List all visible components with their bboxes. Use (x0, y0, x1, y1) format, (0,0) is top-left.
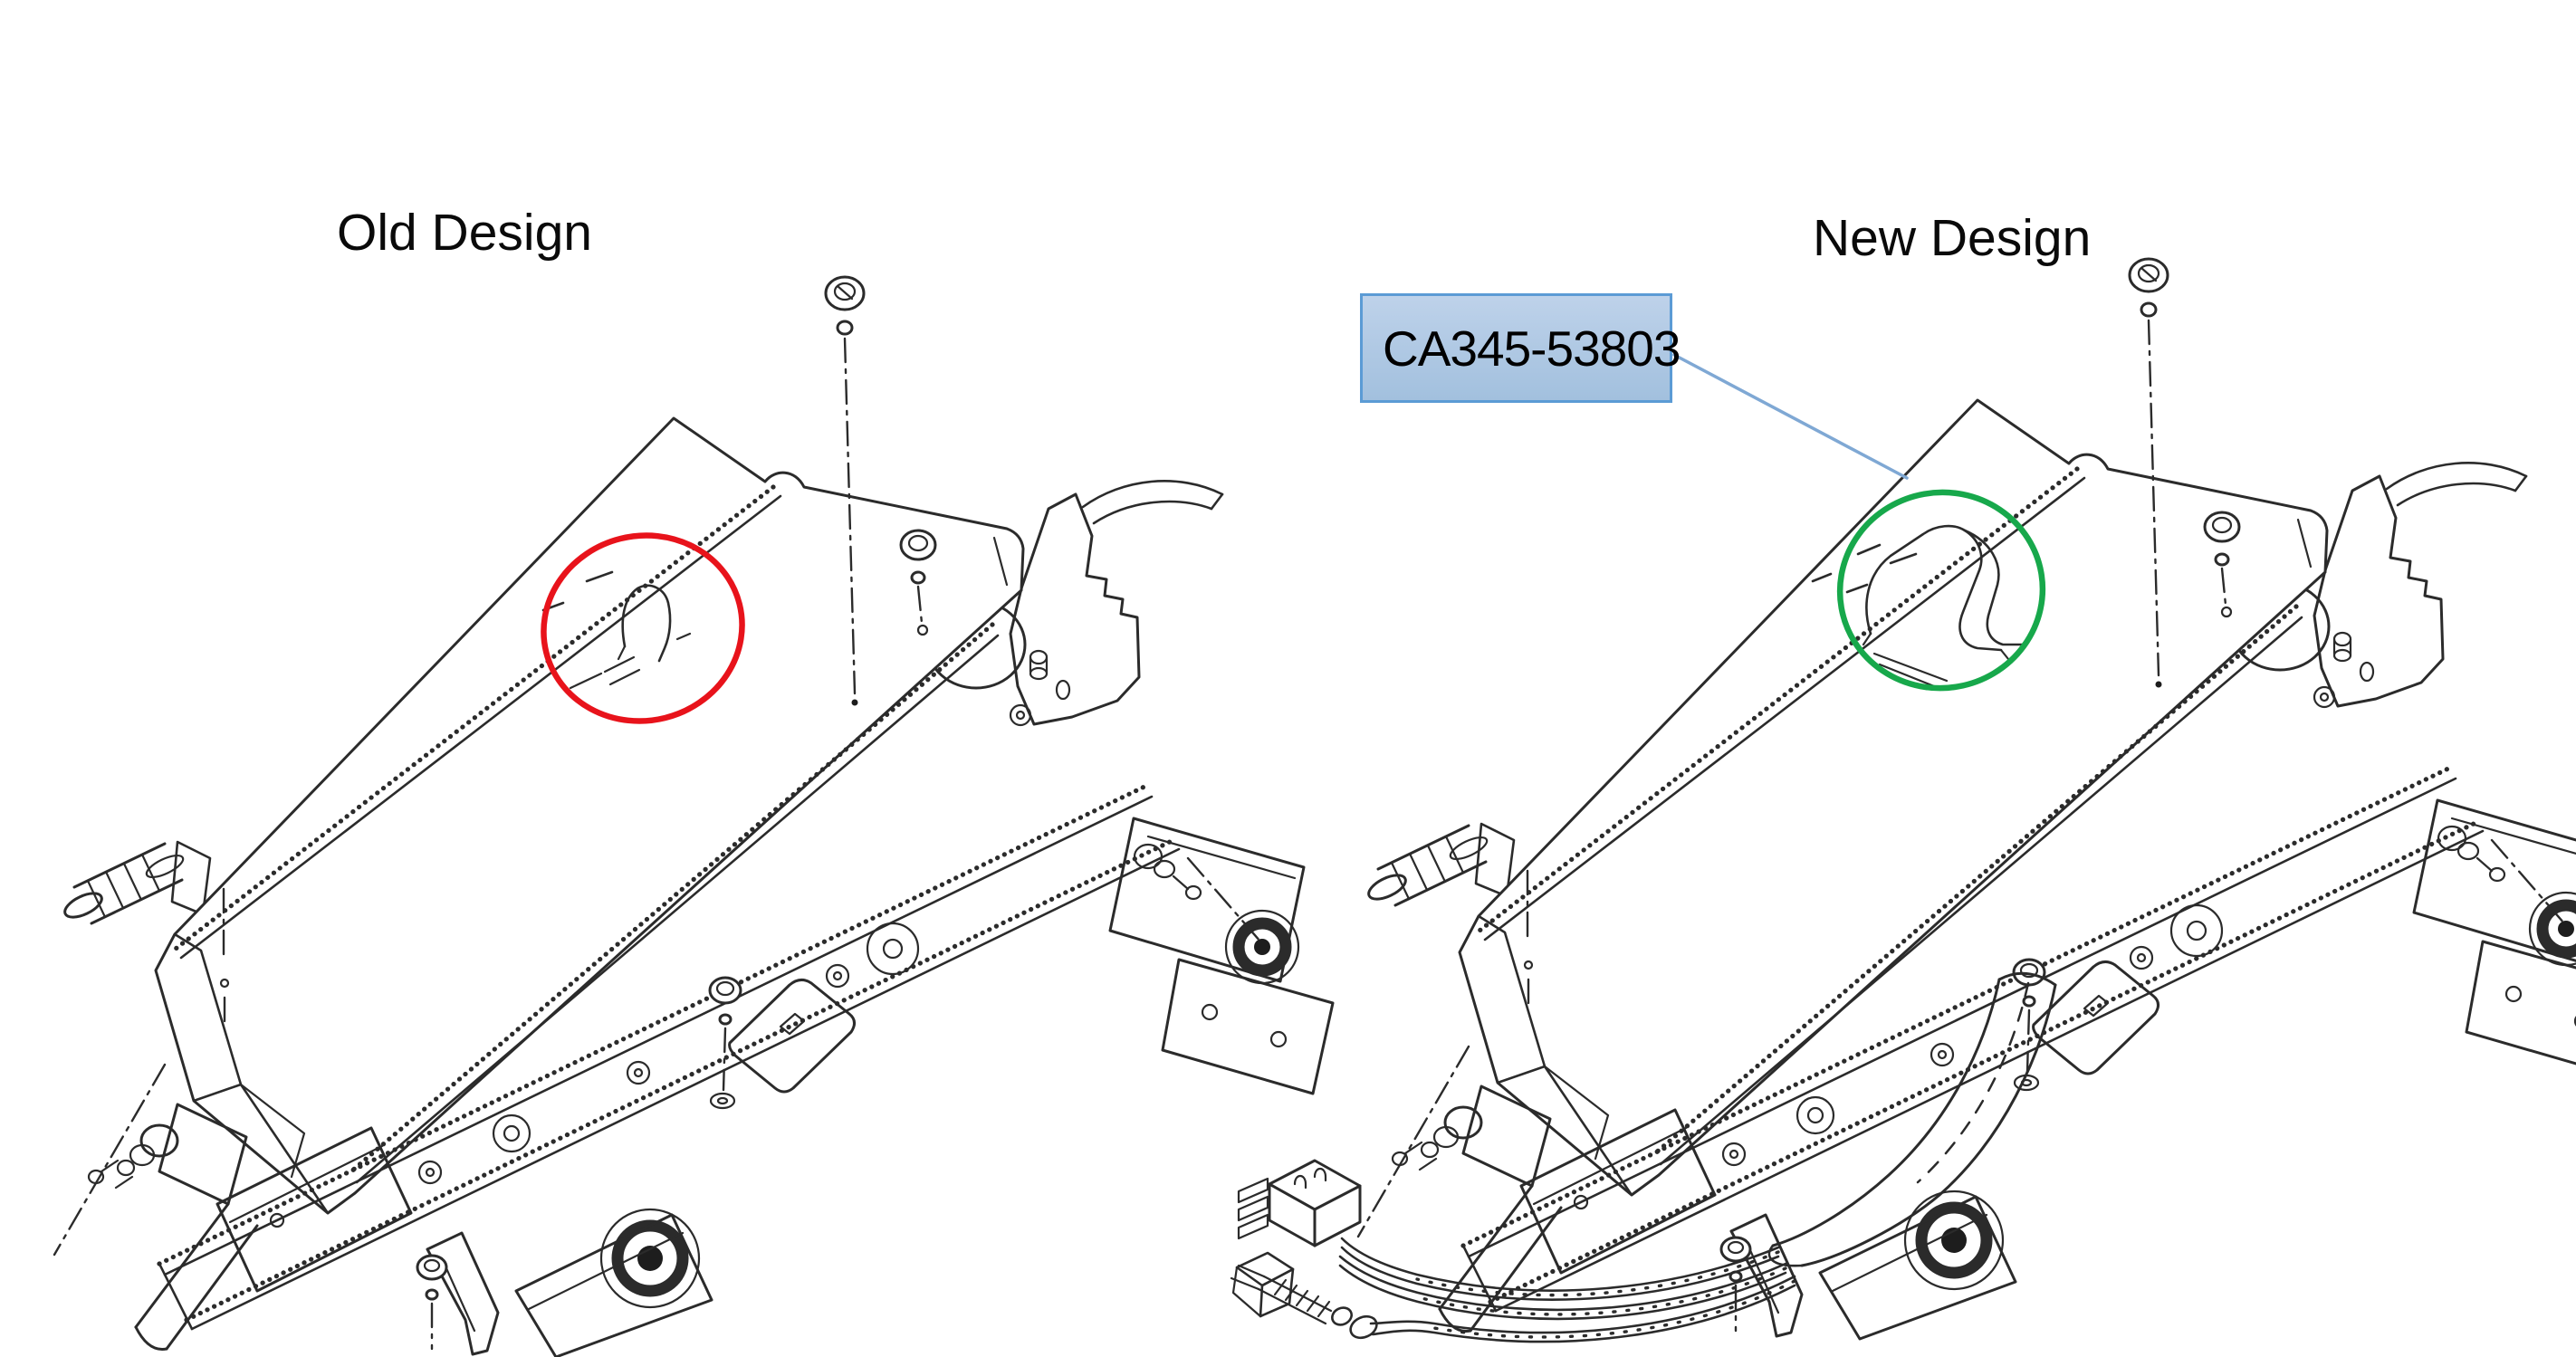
part-number-label: CA345-53803 (1383, 320, 1681, 377)
old-cover-notch (569, 584, 692, 690)
new-design-title: New Design (1813, 209, 2092, 267)
cable-connector (1231, 1159, 1362, 1318)
old-design-title: Old Design (337, 204, 592, 262)
new-highlight-ellipse (1836, 489, 2046, 692)
new-design-assembly (1230, 259, 2576, 1343)
new-cover-notch (1811, 524, 2025, 692)
callout-leader-line (1672, 353, 1909, 480)
cable-harness (1230, 971, 2057, 1343)
part-number-callout: CA345-53803 (1360, 293, 1681, 403)
old-design-assembly (54, 277, 1333, 1357)
old-highlight-ellipse (541, 532, 745, 724)
